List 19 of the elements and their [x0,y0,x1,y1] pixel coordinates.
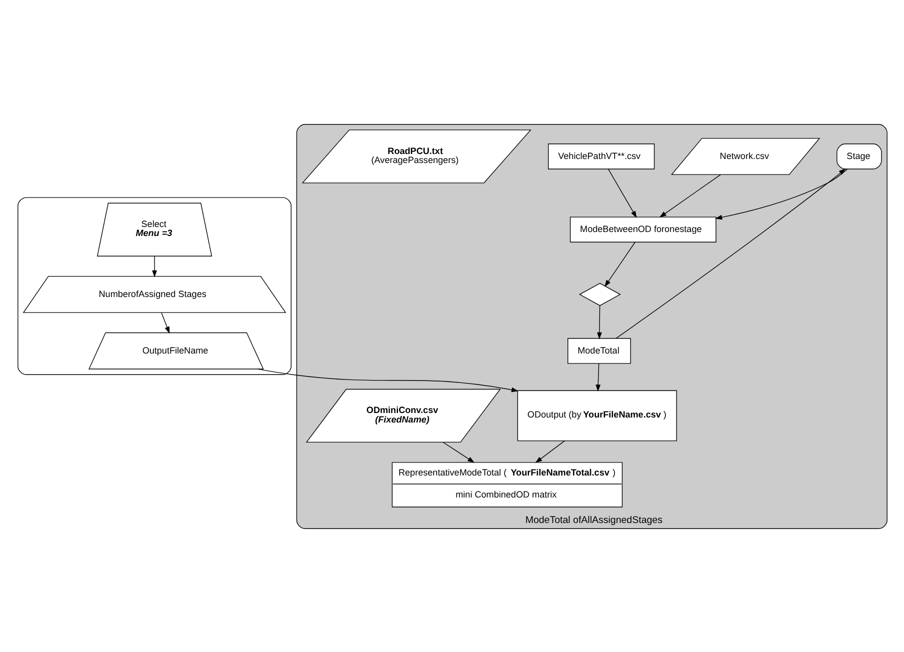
arrow [442,442,474,462]
arrow [604,241,635,286]
arrow [714,168,848,220]
arrow [615,168,846,338]
arrow [534,440,565,462]
node-box: VehiclePathVT**.csv [548,143,654,169]
arrow [160,312,170,334]
node-box: ModeBetweenOD foronestage [569,216,716,242]
node-box: ODoutput (byYourFileName.csv) [516,390,676,441]
node-diamond [578,282,620,306]
arrow [152,255,156,277]
arrow [596,304,602,339]
arrow [595,362,600,392]
node-box: ModeTotal [567,338,630,364]
cluster [17,196,291,374]
node-box: Stage [836,143,882,169]
arrow [256,368,518,392]
arrow [658,174,720,218]
arrow [607,168,636,218]
